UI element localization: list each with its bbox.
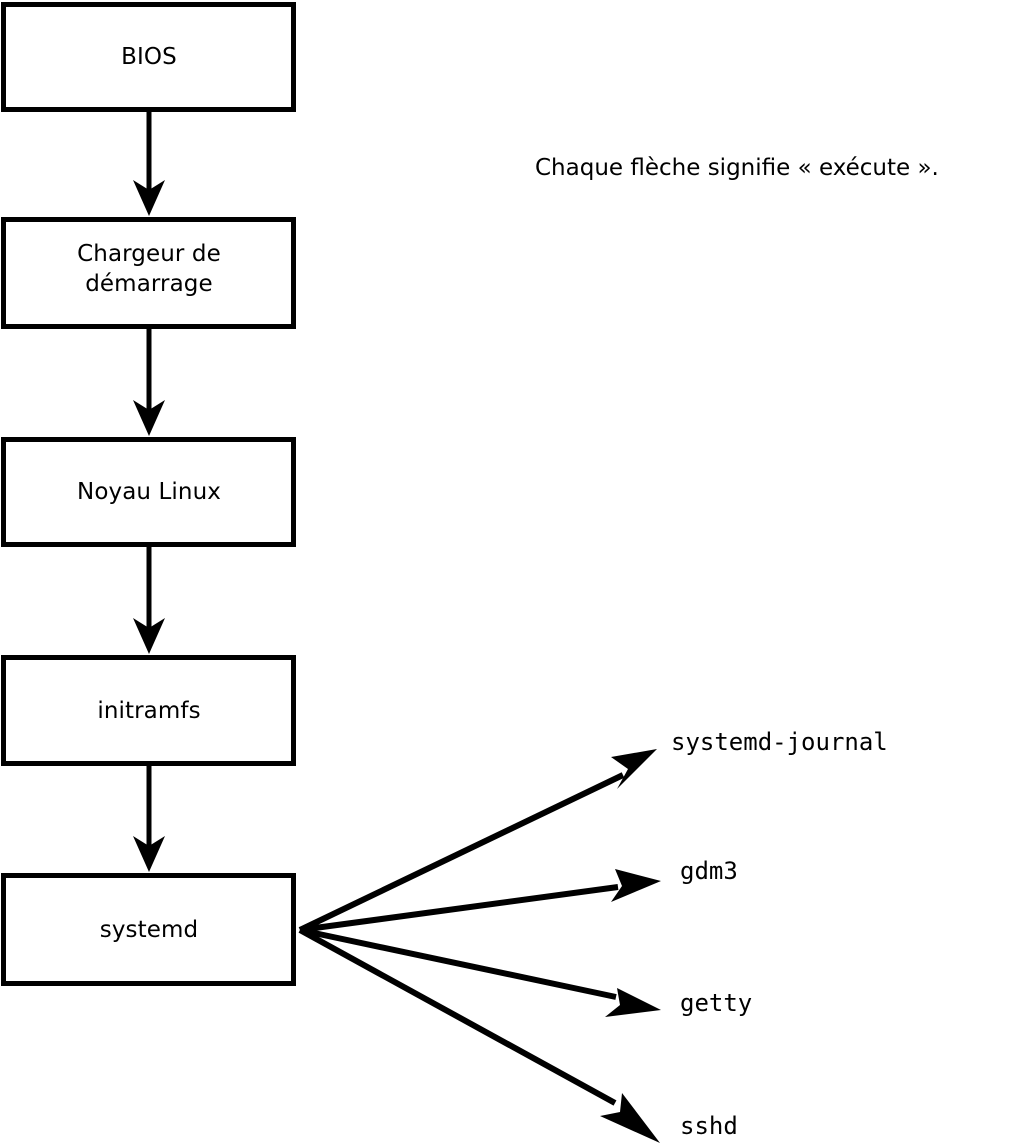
- arrow-kernel-to-initramfs: [133, 545, 165, 654]
- arrow-systemd-to-systemd-journal: [298, 749, 657, 933]
- node-box-initramfs[interactable]: [1, 655, 296, 766]
- arrow-systemd-to-gdm3: [299, 869, 661, 933]
- node-label-systemd: systemd: [99, 917, 199, 943]
- service-label-gdm3: gdm3: [680, 857, 738, 885]
- arrow-bootloader-to-kernel: [133, 327, 165, 436]
- arrow-systemd-to-sshd: [298, 927, 660, 1143]
- node-box-bootloader[interactable]: [1, 217, 296, 329]
- arrow-initramfs-to-systemd: [133, 764, 165, 872]
- node-box-bios[interactable]: [1, 2, 296, 112]
- node-label-bootloader: Chargeur de démarrage: [77, 241, 221, 297]
- node-label-kernel: Noyau Linux: [77, 479, 221, 505]
- node-label-bios: BIOS: [121, 44, 177, 70]
- service-label-getty: getty: [680, 989, 753, 1017]
- arrow-systemd-to-getty: [299, 927, 661, 1017]
- arrow-bios-to-bootloader: [133, 110, 165, 216]
- service-label-systemd-journal: systemd-journal: [671, 728, 888, 756]
- node-label-initramfs: initramfs: [97, 698, 201, 724]
- node-box-systemd[interactable]: [1, 873, 296, 986]
- node-box-kernel[interactable]: [1, 437, 296, 547]
- service-label-sshd: sshd: [680, 1112, 738, 1140]
- diagram-caption: Chaque flèche signifie « exécute ».: [535, 155, 939, 181]
